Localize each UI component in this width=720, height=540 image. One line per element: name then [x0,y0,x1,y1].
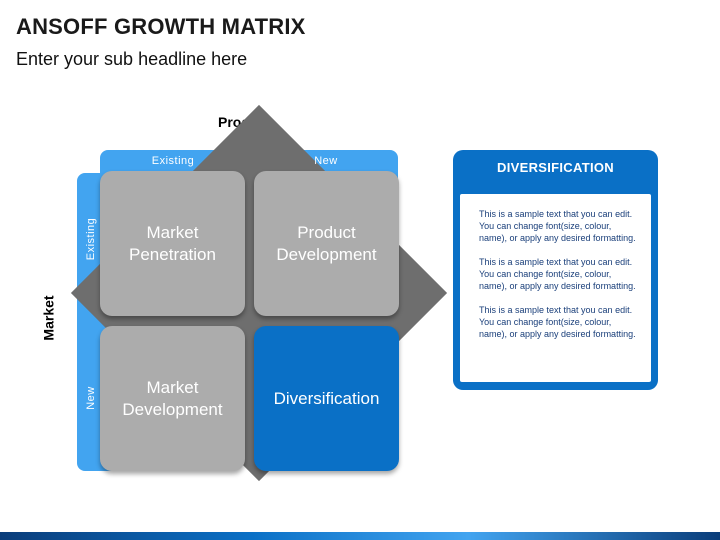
row-label-existing: Existing [85,217,97,261]
quadrant-product-development[interactable]: Product Development [254,171,399,316]
market-axis-label: Market [40,295,57,341]
quadrant-label-line: Product [297,222,356,242]
quadrant-market-development[interactable]: Market Development [100,326,245,471]
page-title: ANSOFF GROWTH MATRIX [16,14,306,39]
quadrant-diversification[interactable]: Diversification [254,326,399,471]
quadrant-label-line: Diversification [273,388,380,408]
quadrant-label-line: Development [276,244,377,264]
diversification-panel: DIVERSIFICATION This is a sample text th… [453,150,658,390]
panel-paragraph: This is a sample text that you can edit.… [479,305,636,339]
footer-bar [0,532,720,540]
column-label-existing: Existing [151,155,195,167]
quadrant-label-line: Penetration [129,244,216,264]
row-label-new: New [85,386,97,410]
page-subtitle: Enter your sub headline here [16,49,248,69]
panel-paragraph: This is a sample text that you can edit.… [479,257,636,291]
column-label-new: New [314,155,338,167]
quadrant-label-line: Market [146,377,199,397]
panel-title: DIVERSIFICATION [497,160,614,175]
panel-body: This is a sample text that you can edit.… [460,194,651,382]
panel-paragraph: This is a sample text that you can edit.… [479,209,636,243]
quadrant-label-line: Development [122,399,223,419]
quadrant-market-penetration[interactable]: Market Penetration [100,171,245,316]
quadrant-label-line: Market [146,222,199,242]
